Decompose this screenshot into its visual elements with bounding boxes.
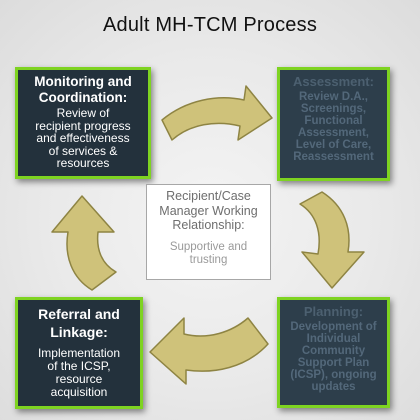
working-relationship-center-box: Recipient/Case Manager Working Relations…	[146, 184, 271, 280]
monitoring-heading: Monitoring and Coordination:	[22, 74, 144, 106]
assessment-body-line: Screenings,	[300, 103, 367, 115]
referral-heading: Referral and Linkage:	[22, 305, 136, 341]
monitoring-description: Review of recipient progress and effecti…	[22, 107, 144, 170]
center-description: Supportive and trusting	[147, 241, 270, 267]
referral-body-line: resource	[55, 372, 103, 386]
planning-body-line: Development of	[290, 321, 377, 333]
monitoring-body-line: Review of	[56, 106, 110, 120]
assessment-box: Assessment: Review D.A., Screenings, Fun…	[277, 67, 390, 181]
referral-body-line: acquisition	[50, 385, 108, 399]
monitoring-heading-line: Coordination:	[38, 90, 128, 105]
arrow-monitoring-to-assessment	[161, 85, 273, 141]
planning-heading: Planning:	[303, 304, 364, 319]
assessment-body-line: Assessment,	[298, 127, 369, 139]
center-body-line: Supportive and	[169, 240, 248, 253]
monitoring-body-line: and effectiveness	[36, 131, 130, 145]
monitoring-heading-line: Monitoring and	[34, 74, 132, 89]
referral-description: Implementation of the ICSP, resource acq…	[22, 347, 136, 399]
planning-body-line: updates	[311, 381, 356, 393]
monitoring-body-line: recipient progress	[35, 118, 131, 133]
planning-box: Planning: Development of Individual Comm…	[277, 297, 390, 408]
assessment-body-line: Reassessment	[293, 151, 374, 163]
assessment-body-line: Level of Care,	[295, 139, 372, 151]
assessment-description: Review D.A., Screenings, Functional Asse…	[283, 91, 384, 163]
assessment-heading: Assessment:	[293, 74, 374, 89]
planning-body-line: Individual	[306, 333, 361, 345]
arrow-referral-to-monitoring	[51, 195, 117, 291]
referral-heading-line: Linkage:	[50, 324, 108, 340]
referral-body-line: of the ICSP,	[47, 359, 111, 373]
referral-heading-line: Referral and	[38, 306, 120, 322]
center-body-line: trusting	[189, 253, 228, 266]
center-heading-line: Relationship:	[172, 218, 245, 232]
arrow-planning-to-referral	[149, 317, 269, 385]
diagram-title: Adult MH-TCM Process	[102, 14, 318, 36]
referral-body-line: Implementation	[37, 346, 121, 360]
assessment-body-line: Functional	[304, 115, 363, 127]
center-heading: Recipient/Case Manager Working Relations…	[147, 189, 270, 233]
monitoring-body-line: of services &	[48, 143, 118, 158]
monitoring-coordination-box: Monitoring and Coordination: Review of r…	[15, 67, 151, 179]
assessment-body-line: Review D.A.,	[298, 91, 369, 103]
planning-body-line: (ICSP), ongoing	[290, 369, 377, 381]
planning-description: Development of Individual Community Supp…	[283, 321, 384, 393]
planning-body-line: Support Plan	[297, 357, 370, 369]
center-heading-line: Recipient/Case	[166, 189, 251, 203]
monitoring-body-line: resources	[56, 156, 110, 170]
arrow-assessment-to-planning	[299, 191, 365, 289]
referral-linkage-box: Referral and Linkage: Implementation of …	[15, 297, 143, 409]
center-heading-line: Manager Working	[159, 203, 258, 218]
planning-body-line: Community	[301, 345, 366, 357]
